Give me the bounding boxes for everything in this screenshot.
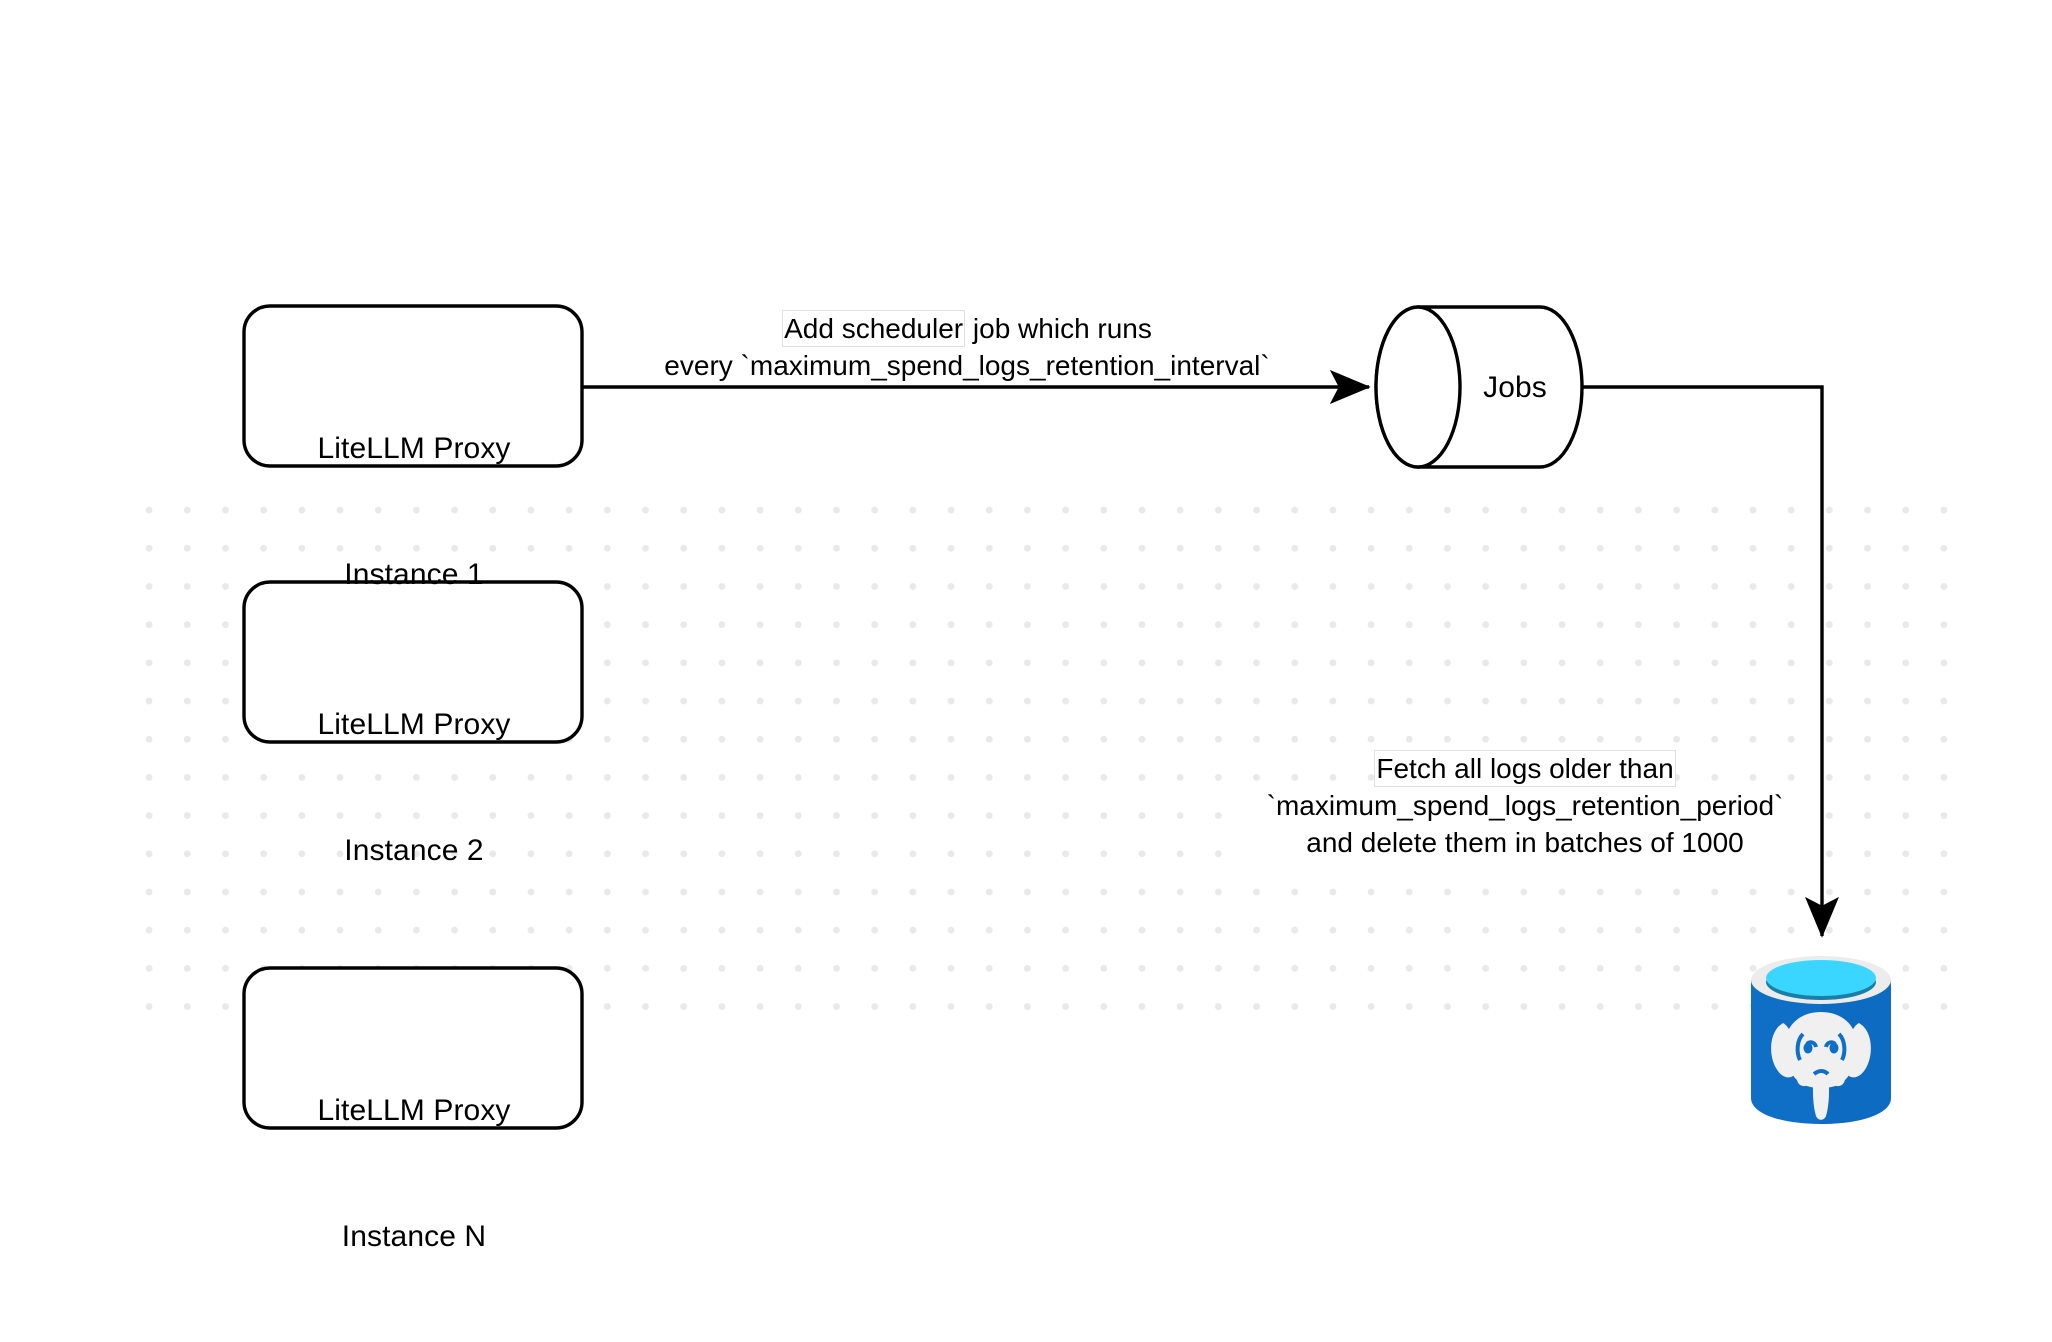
proxy-instance-2-box[interactable] — [242, 580, 584, 744]
proxy-instance-n-box[interactable] — [242, 966, 584, 1130]
edge-scheduler-line1: Add scheduler job which runs — [617, 310, 1317, 347]
edge-scheduler-label: Add scheduler job which runs every `maxi… — [617, 310, 1317, 384]
elephant-glyph — [1771, 1012, 1871, 1120]
elephant-contours — [1795, 1032, 1847, 1076]
proxy-instance-1-box[interactable] — [242, 304, 584, 468]
edge-scheduler-line2: every `maximum_spend_logs_retention_inte… — [664, 350, 1270, 381]
edge-delete-label: Fetch all logs older than `maximum_spend… — [1240, 750, 1810, 861]
postgresql-elephant-icon[interactable] — [1745, 948, 1897, 1128]
edge-scheduler-line1-rest: job which runs — [965, 313, 1152, 344]
jobs-cylinder-shape[interactable] — [1374, 305, 1584, 469]
edge-delete-line1-wrap: Fetch all logs older than — [1240, 750, 1810, 787]
elephant-eyes — [1803, 1042, 1839, 1054]
connector-jobs-to-postgres — [1582, 385, 1839, 938]
edge-delete-line2: `maximum_spend_logs_retention_period` — [1240, 787, 1810, 824]
edge-delete-line3: and delete them in batches of 1000 — [1240, 824, 1810, 861]
edge-scheduler-line1-highlight: Add scheduler — [782, 310, 966, 347]
edge-delete-line1: Fetch all logs older than — [1374, 750, 1676, 787]
